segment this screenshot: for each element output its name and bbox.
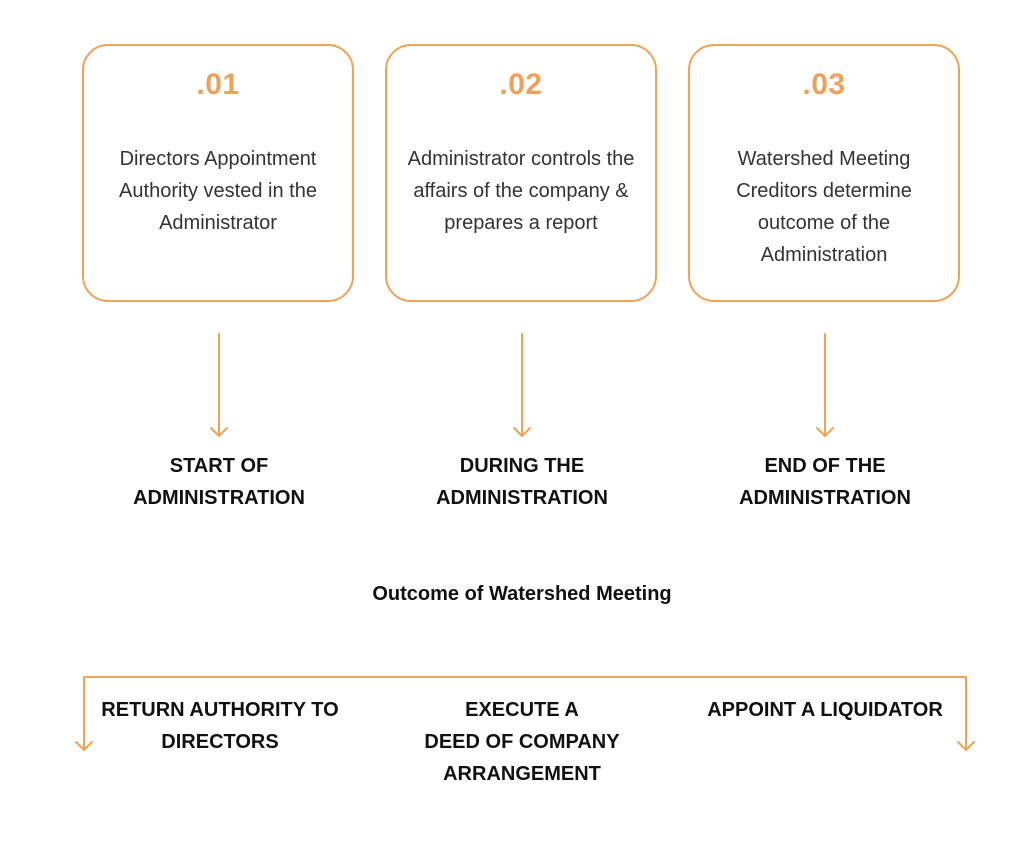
stage-line: START OF: [169, 455, 269, 477]
stage-label-start: START OF ADMINISTRATION: [69, 450, 369, 514]
outcome-title: Outcome of Watershed Meeting: [372, 583, 672, 605]
stage-label-end: END OF THE ADMINISTRATION: [675, 450, 975, 514]
step-number: .02: [499, 68, 543, 101]
step-card-1: .01 Directors Appointment Authority vest…: [82, 44, 354, 302]
outcome-line: EXECUTE A: [465, 699, 579, 721]
outcome-line: RETURN AUTHORITY TO: [101, 699, 339, 721]
right-down-arrow-icon: [957, 741, 975, 751]
outcome-bracket: [83, 676, 967, 751]
step-description: Administrator controls the affairs of th…: [407, 148, 635, 234]
stage-label-during: DURING THE ADMINISTRATION: [372, 450, 672, 514]
step-description: Watershed Meeting Creditors determine ou…: [736, 148, 912, 266]
left-down-arrow-icon: [75, 741, 93, 751]
step-description: Directors Appointment Authority vested i…: [119, 148, 317, 234]
step-number: .01: [196, 68, 240, 101]
stage-line: ADMINISTRATION: [436, 487, 608, 509]
step-card-3: .03 Watershed Meeting Creditors determin…: [688, 44, 960, 302]
step-card-2: .02 Administrator controls the affairs o…: [385, 44, 657, 302]
stage-line: END OF THE: [764, 455, 886, 477]
outcome-option-deed-of-company: EXECUTE A DEED OF COMPANY ARRANGEMENT: [392, 694, 652, 790]
step-number: .03: [802, 68, 846, 101]
down-arrow-icon: [816, 333, 834, 437]
outcome-line: APPOINT A LIQUIDATOR: [707, 699, 943, 721]
stage-line: DURING THE: [459, 455, 585, 477]
outcome-option-appoint-liquidator: APPOINT A LIQUIDATOR: [690, 694, 960, 726]
stage-line: ADMINISTRATION: [739, 487, 911, 509]
down-arrow-icon: [210, 333, 228, 437]
outcome-line: ARRANGEMENT: [443, 763, 601, 785]
outcome-line: DEED OF COMPANY: [424, 731, 620, 753]
stage-line: ADMINISTRATION: [133, 487, 305, 509]
down-arrow-icon: [513, 333, 531, 437]
outcome-option-return-authority: RETURN AUTHORITY TO DIRECTORS: [90, 694, 350, 758]
outcome-line: DIRECTORS: [161, 731, 279, 753]
